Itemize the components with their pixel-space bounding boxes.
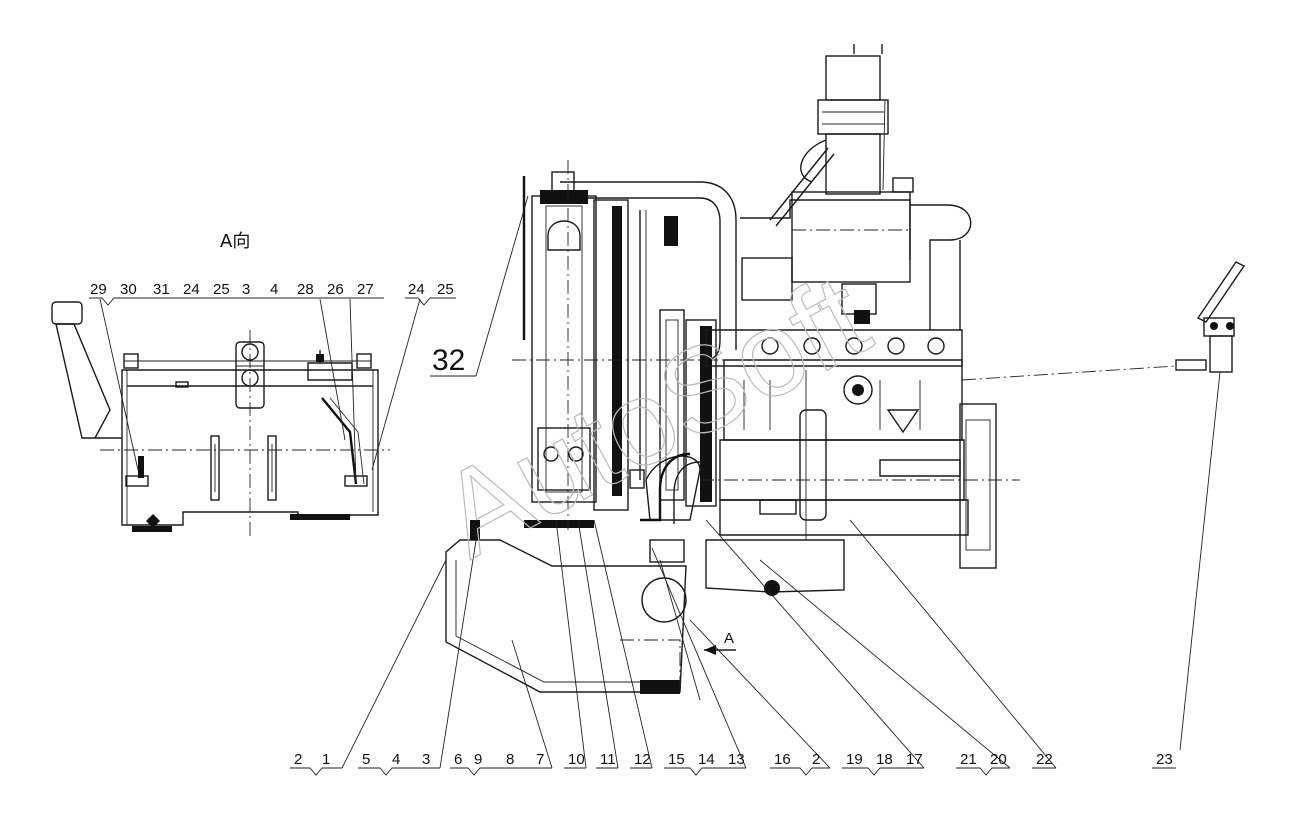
inset-label: 24: [408, 281, 425, 298]
callout-label: 21: [960, 751, 977, 768]
filler-neck: [51, 301, 122, 439]
inset-label: 30: [120, 281, 137, 298]
inset-label: 26: [327, 281, 344, 298]
callout-32: 32: [430, 195, 529, 377]
callout-label: 15: [668, 751, 685, 768]
callout-large-label: 32: [432, 344, 465, 377]
inset-label: 24: [183, 281, 200, 298]
callout-label: 12: [634, 751, 651, 768]
watermark-text: AutoSoft: [419, 249, 888, 583]
callout-label: 6: [454, 751, 462, 768]
callout-label: 9: [474, 751, 482, 768]
bottom-callouts: 2 1 5 4 3 6 9 8 7 10 11 12 15 14 13 16 2…: [290, 519, 1176, 776]
fan-and-pulley: [629, 309, 717, 521]
item-23-detail: [1175, 261, 1246, 751]
callout-label: 14: [698, 751, 715, 768]
callout-label: 5: [362, 751, 370, 768]
view-arrow-a: A: [704, 630, 736, 655]
upper-pipework: [560, 177, 972, 361]
inset-callouts: 29 30 31 24 25 3 4 28 26 27 24 25: [89, 281, 456, 483]
inset-view-a: A向: [51, 231, 456, 540]
callout-label: 2: [294, 751, 302, 768]
callout-label: 23: [1156, 751, 1173, 768]
callout-label: 3: [422, 751, 430, 768]
callout-label: 10: [568, 751, 585, 768]
inset-label: 25: [213, 281, 230, 298]
callout-label: 17: [906, 751, 923, 768]
callout-label: 1: [322, 751, 330, 768]
callout-label: 4: [392, 751, 400, 768]
callout-label: 18: [876, 751, 893, 768]
view-title: A向: [220, 231, 250, 252]
tank-body: [100, 330, 390, 540]
inset-label: 29: [90, 281, 107, 298]
arrow-label: A: [724, 630, 734, 647]
callout-label: 19: [846, 751, 863, 768]
radiator: [512, 160, 740, 530]
engine-assembly: A: [445, 44, 1177, 701]
inset-label: 28: [297, 281, 314, 298]
inset-label: 3: [242, 281, 250, 298]
inset-label: 31: [153, 281, 170, 298]
inset-label: 27: [357, 281, 374, 298]
callout-label: 22: [1036, 751, 1053, 768]
engine-block: [700, 329, 1020, 596]
exhaust-stack: [769, 44, 889, 227]
inset-label: 4: [270, 281, 278, 298]
callout-label: 11: [600, 751, 616, 768]
coolant-pipe: [640, 452, 701, 524]
inset-label: 25: [437, 281, 454, 298]
callout-label: 16: [774, 751, 791, 768]
callout-label: 7: [536, 751, 544, 768]
callout-label: 2: [812, 751, 820, 768]
callout-label: 8: [506, 751, 514, 768]
